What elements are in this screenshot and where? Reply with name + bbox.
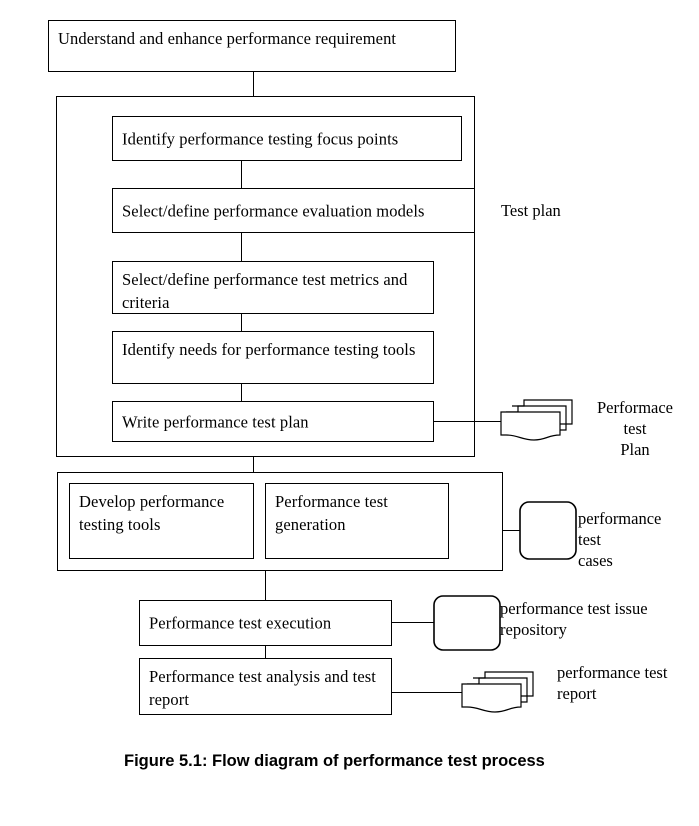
connector-models-to-metrics	[241, 233, 242, 261]
node-label: Identify performance testing focus point…	[122, 129, 399, 148]
node-evaluation-models: Select/define performance evaluation mod…	[112, 188, 475, 233]
node-label: Performance test generation	[275, 492, 388, 534]
node-label: Identify needs for performance testing t…	[122, 340, 416, 359]
node-label: Understand and enhance performance requi…	[58, 29, 397, 48]
node-label: Write performance test plan	[122, 412, 309, 431]
node-write-test-plan: Write performance test plan	[112, 401, 434, 442]
connector-tools-to-writeplan	[241, 384, 242, 401]
node-focus-points: Identify performance testing focus point…	[112, 116, 462, 161]
node-label: Select/define performance evaluation mod…	[122, 201, 425, 220]
connector-requirement-to-testplan	[253, 72, 254, 96]
connector-execution-to-analysis	[265, 646, 266, 658]
connector-focus-to-models	[241, 161, 242, 188]
data-store-icon	[433, 595, 503, 652]
artifact-label-performance-test-issue-repository: performance test issue repository	[500, 599, 648, 639]
group-test-development	[57, 472, 503, 571]
document-stack-icon	[461, 664, 537, 716]
connector-execution-to-issue-repo	[392, 622, 434, 623]
node-test-analysis: Performance test analysis and test repor…	[139, 658, 392, 715]
node-understand-requirement: Understand and enhance performance requi…	[48, 20, 456, 72]
node-test-execution: Performance test execution	[139, 600, 392, 646]
connector-testplan-to-tools-group	[253, 457, 254, 472]
node-label: Performance test execution	[149, 613, 332, 633]
group-test-plan	[56, 96, 475, 457]
data-store-icon	[519, 501, 579, 561]
node-label: Select/define performance test metrics a…	[122, 270, 408, 312]
artifact-label-performance-test-plan: Performace test Plan	[596, 398, 674, 459]
connector-tools-group-to-execution	[265, 571, 266, 600]
artifact-label-performance-test-cases: performance test cases	[578, 509, 662, 570]
connector-group-to-testcases	[503, 530, 520, 531]
connector-metrics-to-tools	[241, 314, 242, 331]
artifact-label-performance-test-report: performance test report	[557, 663, 668, 703]
figure-caption: Figure 5.1: Flow diagram of performance …	[124, 752, 545, 770]
node-tool-needs: Identify needs for performance testing t…	[112, 331, 434, 384]
node-label: Develop performance testing tools	[79, 492, 225, 534]
connector-analysis-to-report-doc	[392, 692, 462, 693]
connector-writeplan-to-plan-doc	[434, 421, 502, 422]
document-stack-icon	[500, 392, 576, 444]
node-label: Performance test analysis and test repor…	[149, 667, 376, 709]
node-develop-tools: Develop performance testing tools	[69, 483, 254, 559]
node-test-generation: Performance test generation	[265, 483, 449, 559]
node-metrics-criteria: Select/define performance test metrics a…	[112, 261, 434, 314]
group-label-test-plan: Test plan	[501, 201, 561, 220]
